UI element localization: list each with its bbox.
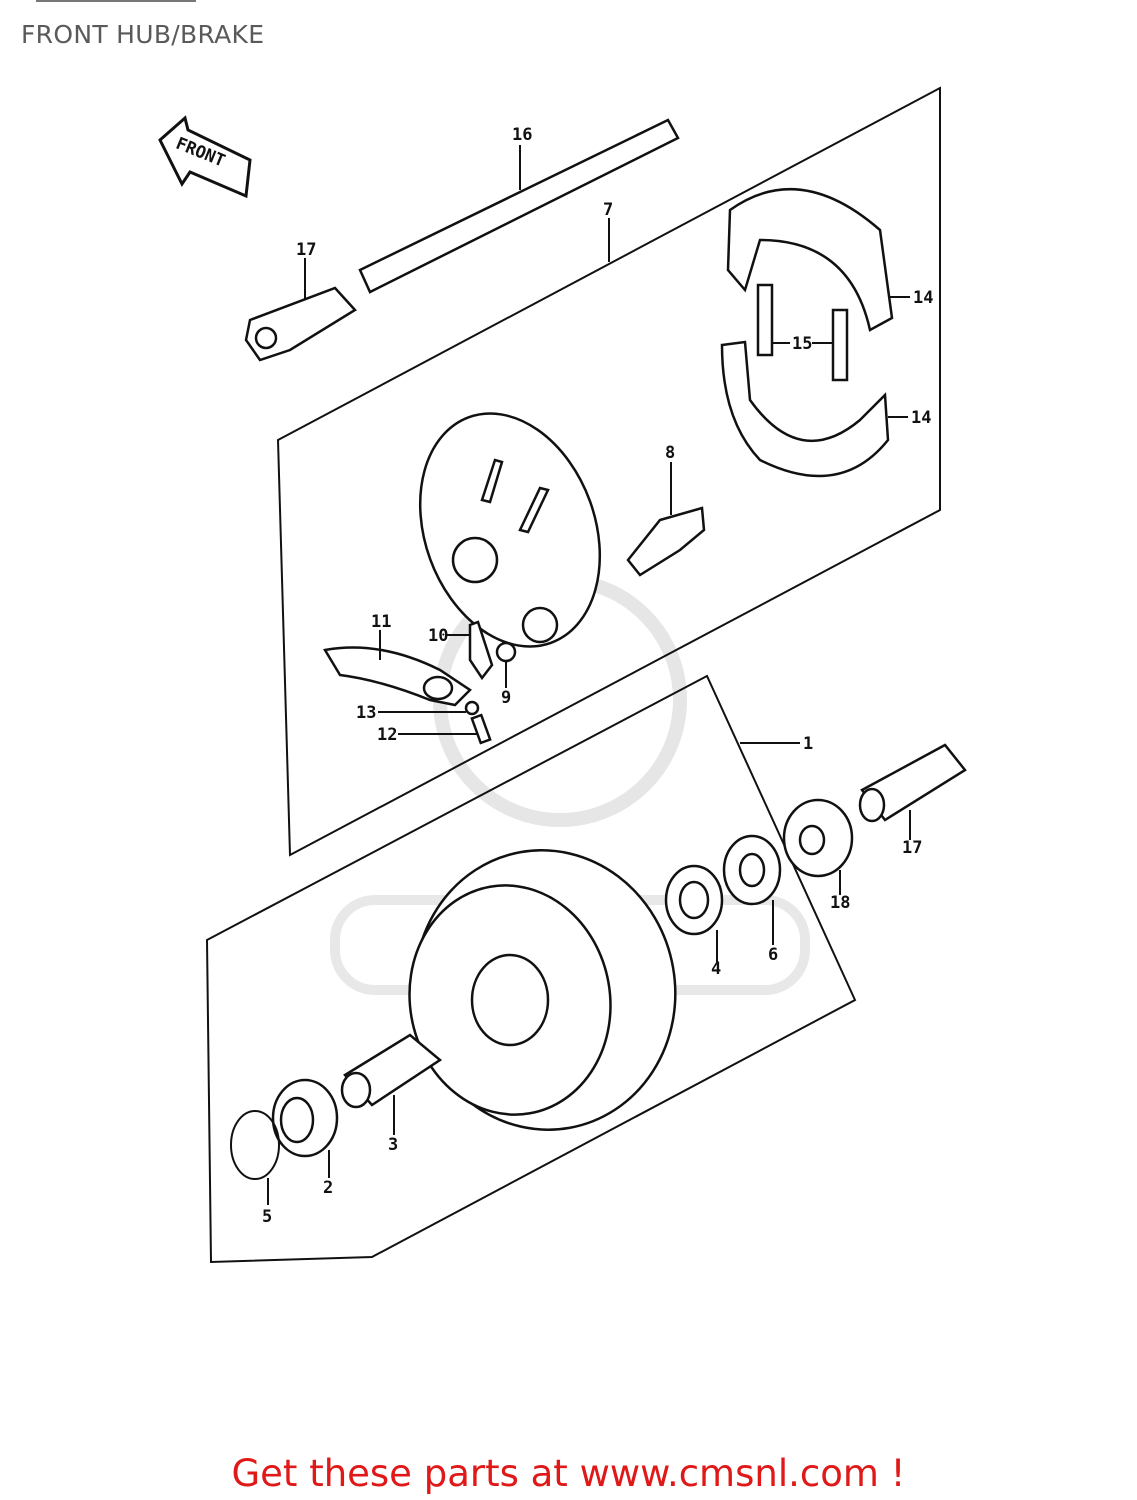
hub-assembly-frame: [205, 674, 857, 1264]
callout-15: 15: [792, 334, 812, 354]
brake-shoe-upper: [726, 187, 910, 332]
callout-14b: 14: [911, 408, 931, 428]
seal-part: [495, 641, 517, 688]
front-arrow-icon: FRONT: [158, 115, 252, 199]
callout-17b: 17: [902, 838, 922, 858]
callout-7: 7: [603, 200, 613, 220]
callout-5: 5: [262, 1207, 272, 1227]
brake-lever-part: [322, 630, 472, 707]
brake-shoe-lower: [720, 340, 908, 478]
hub-part: [408, 742, 800, 1131]
oil-seal-right: [722, 834, 782, 945]
callout-9: 9: [501, 688, 511, 708]
page-title: FRONT HUB/BRAKE: [21, 20, 265, 49]
indicator-part: [447, 620, 494, 681]
brake-panel-part: [418, 412, 602, 648]
callout-17: 17: [296, 240, 316, 260]
brake-assembly-frame: [276, 86, 941, 857]
callout-3: 3: [388, 1135, 398, 1155]
axle-part: [358, 118, 680, 294]
get-parts-link[interactable]: Get these parts at www.cmsnl.com !: [231, 1452, 906, 1495]
collar-part: [782, 798, 854, 895]
washer-bolt: [378, 700, 492, 745]
bearing-left: [271, 1078, 339, 1178]
callout-12: 12: [377, 725, 397, 745]
callout-4: 4: [711, 959, 721, 979]
callout-13: 13: [356, 703, 376, 723]
callout-14: 14: [913, 288, 933, 308]
callout-1: 1: [803, 734, 813, 754]
callout-16: 16: [512, 125, 532, 145]
callout-18: 18: [830, 893, 850, 913]
callout-8: 8: [665, 443, 675, 463]
callout-11: 11: [371, 612, 391, 632]
callout-2: 2: [323, 1178, 333, 1198]
callout-6: 6: [768, 945, 778, 965]
top-divider: [36, 0, 196, 2]
spacer-part: [340, 1033, 443, 1135]
callout-10: 10: [428, 626, 448, 646]
axle-nut-right: [858, 743, 967, 840]
bearing-right: [664, 864, 724, 962]
cam-part: [626, 462, 706, 577]
circlip-part: [230, 1110, 280, 1205]
springs: [756, 283, 849, 382]
axle-nut-part: [244, 258, 357, 362]
